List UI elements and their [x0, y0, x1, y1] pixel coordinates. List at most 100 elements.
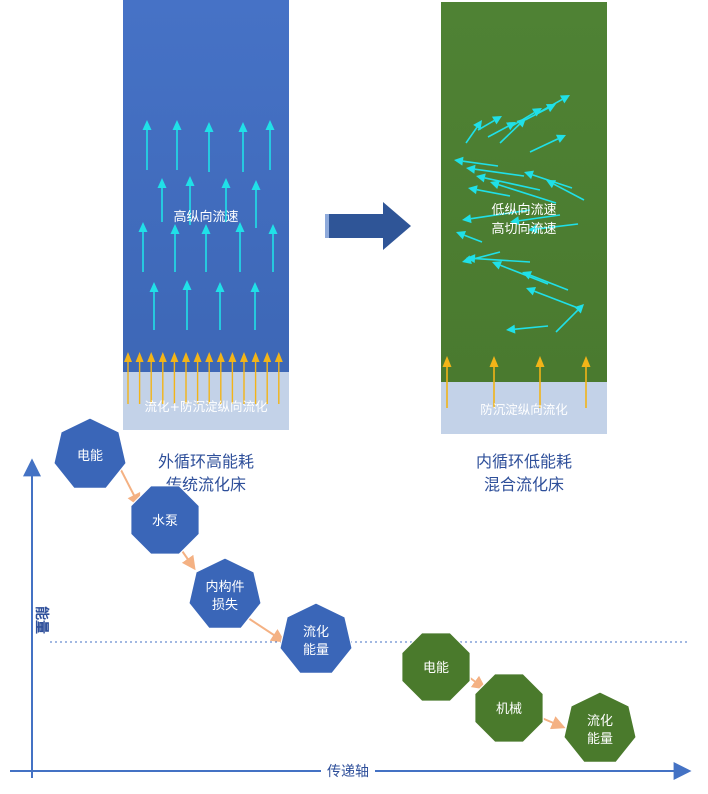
up-flow-arrow [170, 224, 180, 272]
blue-chain-node-label: 水泵 [152, 514, 178, 529]
tangential-flow-arrow [511, 108, 542, 127]
fluidizing-arrow [581, 356, 591, 408]
tangential-flow-arrow [506, 324, 549, 334]
energy-flow-connector [247, 617, 286, 643]
tangential-flow-arrow [465, 120, 482, 144]
green-chain-node-label: 能量 [587, 732, 613, 747]
right-column-base-band [441, 382, 607, 434]
fluidizing-arrow [205, 352, 214, 404]
fluidizing-arrow [135, 352, 144, 404]
up-flow-arrow [221, 178, 231, 222]
up-flow-arrow [201, 224, 211, 272]
tangential-flow-arrow [510, 214, 561, 226]
transition-arrow [325, 202, 411, 250]
up-flow-arrow [204, 122, 214, 172]
fluidizing-arrow [442, 356, 452, 408]
left-base-label: 流化+防沉淀纵向流化 [145, 399, 268, 414]
tangential-flow-arrow [492, 261, 549, 285]
left-caption-line2: 传统流化床 [166, 475, 246, 494]
up-flow-arrow [251, 180, 261, 228]
fluidizing-arrow [535, 356, 545, 408]
tangential-flow-arrow [528, 223, 579, 234]
tangential-flow-arrow [456, 231, 483, 243]
right-caption-line1: 内循环低能耗 [476, 452, 572, 471]
green-chain-node-label: 机械 [496, 702, 522, 717]
svg-text:能量: 能量 [33, 606, 50, 634]
tangential-flow-arrow [466, 164, 525, 177]
right-caption-line2: 混合流化床 [484, 475, 564, 494]
energy-flow-connector [120, 469, 141, 508]
tangential-flow-arrow [476, 173, 541, 191]
fluidizing-arrow [228, 352, 237, 404]
blue-chain-node-2: 水泵 [130, 485, 200, 555]
right-center-label-line1: 低纵向流速 [491, 202, 556, 218]
up-flow-arrow [138, 222, 148, 272]
up-flow-arrow [142, 120, 152, 170]
fluidizing-arrow [147, 352, 156, 404]
up-flow-arrow [149, 282, 159, 330]
fluidizing-arrow [251, 352, 260, 404]
tangential-flow-arrow [490, 180, 557, 204]
green-chain-node-label: 流化 [587, 714, 613, 729]
fluidizing-arrow [193, 352, 202, 404]
green-chain-node-label: 电能 [423, 661, 449, 676]
up-flow-arrow [265, 120, 275, 170]
left-bottom-fluidizing-arrows [124, 352, 283, 404]
fluidizing-arrow [489, 356, 499, 408]
up-flow-arrow [182, 280, 192, 330]
tangential-flow-arrow [487, 122, 516, 138]
up-flow-arrow [238, 122, 248, 172]
fluidizing-arrow [158, 352, 167, 404]
up-flow-arrow [185, 176, 195, 225]
tangential-flow-arrow [468, 185, 511, 197]
right-fluidized-column: 低纵向流速 高切向流速 防沉淀纵向流化 [441, 2, 607, 434]
up-flow-arrow [235, 222, 245, 272]
x-axis-label: 传递轴 [327, 764, 369, 780]
left-column-body [123, 0, 289, 372]
tangential-flow-arrow [462, 209, 531, 224]
fluidizing-arrow [170, 352, 179, 404]
blue-chain-node-label: 损失 [212, 598, 238, 613]
fluidizing-arrow [216, 352, 225, 404]
right-tangential-flow-arrows [454, 95, 585, 334]
left-center-label: 高纵向流速 [173, 209, 238, 225]
tangential-flow-arrow [477, 116, 502, 131]
left-caption-line1: 外循环高能耗 [158, 452, 254, 471]
fluidizing-arrow [124, 352, 132, 404]
blue-chain-node-1: 电能 [53, 417, 127, 489]
fluidizing-arrow [274, 352, 283, 404]
right-bottom-fluidizing-arrows [442, 356, 591, 408]
up-flow-arrow [268, 224, 278, 272]
up-flow-arrow [215, 282, 225, 330]
tangential-flow-arrow [537, 95, 570, 114]
tangential-flow-arrow [526, 287, 579, 309]
green-chain-node-2: 机械 [474, 673, 544, 743]
right-center-label-line2: 高切向流速 [491, 221, 556, 237]
fluidizing-arrow [263, 352, 272, 404]
up-flow-arrow [172, 120, 182, 170]
up-flow-arrow [157, 178, 167, 222]
tangential-flow-arrow [466, 254, 531, 264]
right-base-label: 防沉淀纵向流化 [480, 402, 568, 417]
up-flow-arrow [250, 282, 260, 330]
tangential-flow-arrow [522, 271, 569, 291]
fluidizing-arrow [240, 352, 248, 404]
tangential-flow-arrow [499, 118, 526, 144]
fluidizing-arrow [182, 352, 190, 404]
tangential-flow-arrow [546, 180, 585, 201]
blue-chain-node-label: 电能 [77, 449, 103, 464]
y-axis-label: 能量 [33, 606, 50, 634]
green-chain-node-1: 电能 [401, 632, 471, 702]
blue-chain-node-label: 内构件 [205, 579, 244, 595]
tangential-flow-arrow [529, 134, 566, 153]
blue-chain-node-label: 能量 [303, 643, 329, 658]
left-fluidized-column: 高纵向流速 流化+防沉淀纵向流化 [123, 0, 289, 430]
tangential-flow-arrow [555, 304, 584, 333]
